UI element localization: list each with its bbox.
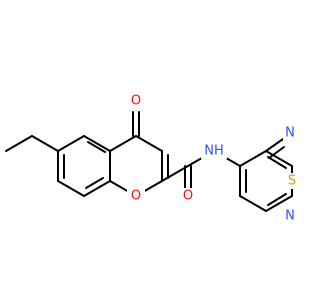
thiadiazole-sulfur-label: S [288, 174, 296, 189]
bond [239, 195, 267, 212]
bond [57, 135, 85, 152]
bond [83, 180, 111, 197]
carbonyl-oxygen-label: O [131, 94, 141, 109]
bond [83, 135, 111, 152]
bond-lines [5, 111, 293, 212]
bond [109, 135, 137, 152]
bond [267, 156, 287, 169]
bond [265, 150, 293, 167]
ring-oxygen-label: O [131, 189, 141, 204]
bond [135, 135, 163, 152]
amide-oxygen-label: O [183, 189, 193, 204]
bond [268, 146, 285, 159]
bond [265, 195, 293, 212]
bond [161, 165, 189, 182]
bond [265, 138, 284, 152]
bond [87, 141, 106, 153]
thiadiazole-nitrogen-lower-label: N [285, 209, 295, 224]
bond [31, 135, 59, 152]
thiadiazole-nitrogen-upper-label: N [285, 126, 295, 141]
chemical-structure-diagram: O O O NH N S N [5, 93, 299, 224]
bond [57, 180, 85, 197]
bond [85, 177, 104, 189]
atom-labels: O O O NH N S N [127, 93, 299, 224]
bond [5, 135, 33, 152]
amide-nh-label: NH [204, 144, 224, 159]
bond [267, 193, 287, 206]
bond [239, 150, 267, 167]
